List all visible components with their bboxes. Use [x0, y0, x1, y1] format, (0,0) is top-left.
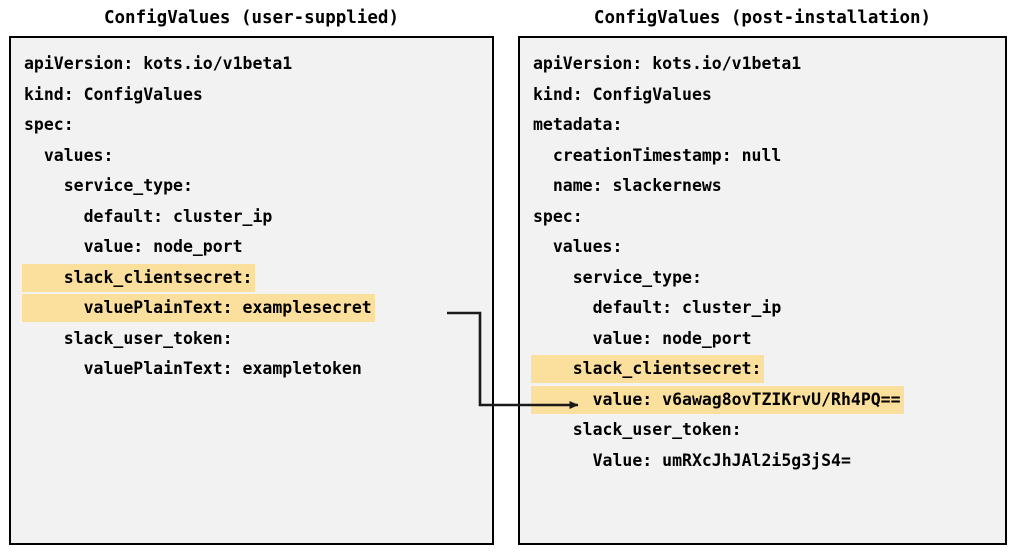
code-line-text: valuePlainText: examplesecret — [22, 294, 375, 322]
code-line-text: values: — [24, 145, 114, 165]
code-line: service_type: — [531, 263, 1001, 294]
code-line: value: node_port — [22, 232, 488, 263]
code-line-text: slack_clientsecret: — [22, 263, 256, 292]
yaml-code-block-post-installation: apiVersion: kots.io/v1beta1 kind: ConfigV… — [531, 49, 1001, 476]
code-line: slack_clientsecret: — [531, 354, 1001, 385]
code-line-text: slack_user_token: — [24, 328, 233, 348]
code-line: valuePlainText: exampletoken — [22, 354, 488, 385]
code-line-text: metadata: — [533, 115, 623, 134]
code-line-text: service_type: — [533, 267, 702, 287]
code-line: Value: umRXcJhJAl2i5g3jS4= — [531, 446, 1001, 477]
code-line-text: valuePlainText: exampletoken — [24, 359, 362, 378]
code-line-text: spec: — [24, 115, 74, 134]
code-line: value: node_port — [531, 324, 1001, 355]
code-line-text: spec: — [533, 206, 583, 226]
code-line: creationTimestamp: null — [531, 141, 1001, 172]
code-line-text: value: node_port — [533, 328, 752, 348]
code-line-text: kind: ConfigValues — [24, 84, 203, 104]
code-line-text: name: slackernews — [533, 176, 722, 195]
code-line: valuePlainText: examplesecret — [22, 293, 488, 324]
code-line-text: apiVersion: kots.io/v1beta1 — [533, 54, 802, 73]
config-values-panel-user-supplied: apiVersion: kots.io/v1beta1 kind: ConfigV… — [9, 36, 494, 545]
code-line-text: slack_clientsecret: — [531, 355, 765, 383]
code-line-text: values: — [533, 237, 623, 256]
code-line-text: default: cluster_ip — [533, 298, 782, 317]
code-line: slack_user_token: — [22, 324, 488, 355]
code-line-text: creationTimestamp: null — [533, 145, 782, 165]
code-line: kind: ConfigValues — [22, 80, 488, 111]
code-line: value: v6awag8ovTZIKrvU/Rh4PQ== — [531, 385, 1001, 416]
code-line: default: cluster_ip — [531, 293, 1001, 324]
code-line-text: kind: ConfigValues — [533, 84, 712, 104]
code-line-text: default: cluster_ip — [24, 206, 273, 226]
panel-title-user-supplied: ConfigValues (user-supplied) — [103, 8, 399, 28]
code-line: kind: ConfigValues — [531, 80, 1001, 111]
code-line: values: — [22, 141, 488, 172]
code-line: service_type: — [22, 171, 488, 202]
code-line: apiVersion: kots.io/v1beta1 — [22, 49, 488, 80]
code-line-text: service_type: — [24, 176, 193, 195]
code-line: slack_user_token: — [531, 415, 1001, 446]
code-line-text: value: v6awag8ovTZIKrvU/Rh4PQ== — [531, 385, 904, 414]
code-line: values: — [531, 232, 1001, 263]
code-line: slack_clientsecret: — [22, 263, 488, 294]
code-line-text: slack_user_token: — [533, 420, 742, 439]
code-line-text: value: node_port — [24, 237, 243, 256]
code-line: name: slackernews — [531, 171, 1001, 202]
code-line: spec: — [22, 110, 488, 141]
config-values-panel-post-installation: apiVersion: kots.io/v1beta1 kind: ConfigV… — [518, 36, 1007, 545]
code-line: default: cluster_ip — [22, 202, 488, 233]
yaml-code-block-user-supplied: apiVersion: kots.io/v1beta1 kind: ConfigV… — [22, 49, 488, 385]
code-line: spec: — [531, 202, 1001, 233]
code-line-text: Value: umRXcJhJAl2i5g3jS4= — [533, 450, 851, 470]
code-line-text: apiVersion: kots.io/v1beta1 — [24, 54, 293, 73]
code-line: apiVersion: kots.io/v1beta1 — [531, 49, 1001, 80]
code-line: metadata: — [531, 110, 1001, 141]
panel-title-post-installation: ConfigValues (post-installation) — [593, 8, 932, 28]
